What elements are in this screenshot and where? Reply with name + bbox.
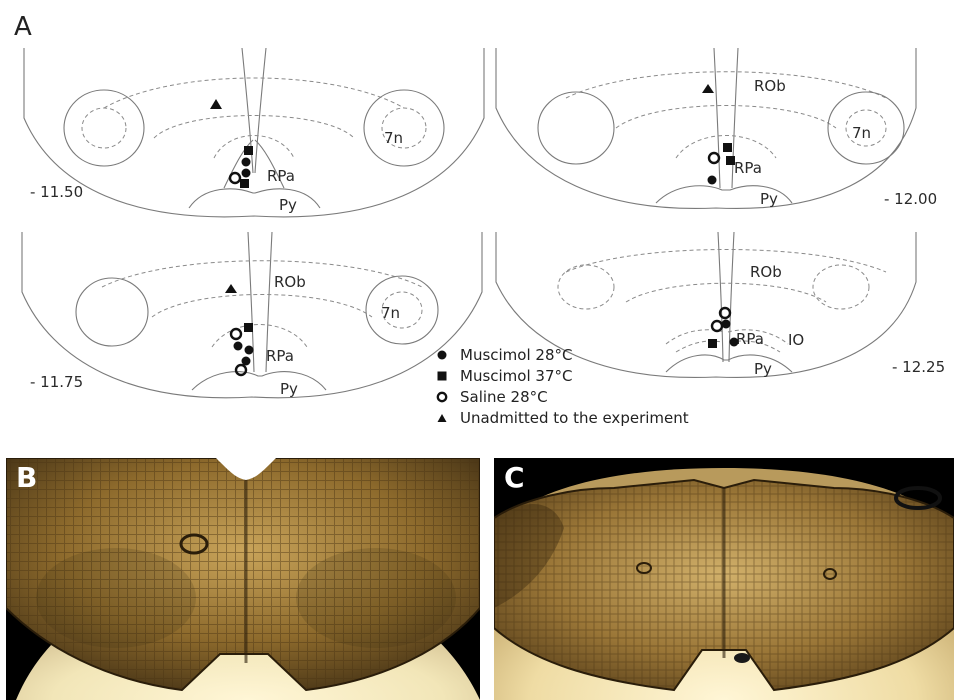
filled-square-icon [436, 370, 448, 382]
legend: Muscimol 28°C Muscimol 37°C Saline 28°C … [436, 344, 689, 428]
label-rob: ROb [274, 273, 306, 291]
marker-saline-28 [230, 173, 240, 183]
inner-dashed-tracts [566, 250, 886, 303]
label-rob: ROb [754, 77, 786, 95]
label-py: Py [279, 196, 297, 214]
label-rpa: RPa [266, 347, 294, 365]
legend-label: Muscimol 28°C [460, 346, 572, 364]
seven-n-left [76, 278, 148, 346]
pyramid-outline [189, 189, 320, 208]
marker-muscimol-37 [244, 323, 253, 332]
legend-label: Unadmitted to the experiment [460, 409, 689, 427]
atlas-section-top-right: ROb RPa Py 7n [496, 48, 916, 218]
label-7n: 7n [852, 124, 871, 142]
marker-saline-28 [712, 321, 722, 331]
label-io: IO [788, 331, 804, 349]
photomicrograph-b: B [6, 458, 480, 700]
section-outline [24, 48, 484, 217]
panel-b-letter: B [16, 464, 37, 492]
filled-triangle-icon [436, 412, 448, 424]
filled-circle-icon [436, 349, 448, 361]
atlas-drawing: RPa Py 7n [24, 48, 484, 228]
marker-muscimol-28 [234, 342, 243, 351]
legend-item: Muscimol 28°C [436, 344, 689, 365]
label-rpa: RPa [267, 167, 295, 185]
marker-muscimol-37 [244, 146, 253, 155]
coordinate-label: - 12.00 [884, 190, 937, 208]
seven-n-left [64, 90, 144, 166]
label-py: Py [760, 190, 778, 208]
label-rpa: RPa [736, 330, 764, 348]
marker-saline-28 [709, 153, 719, 163]
label-7n: 7n [384, 129, 403, 147]
marker-muscimol-37 [726, 156, 735, 165]
label-rpa: RPa [734, 159, 762, 177]
tissue-section-image [6, 458, 480, 700]
marker-muscimol-28 [245, 346, 254, 355]
panel-c-letter: C [504, 464, 525, 492]
marker-muscimol-28 [708, 176, 717, 185]
legend-item: Muscimol 37°C [436, 365, 689, 386]
open-circle-icon [436, 391, 448, 403]
coordinate-label: - 11.50 [30, 183, 83, 201]
seven-n-left [538, 92, 614, 164]
atlas-drawing: ROb RPa Py 7n [496, 48, 916, 218]
tissue-section-image [494, 458, 954, 700]
marker-muscimol-37 [723, 143, 732, 152]
legend-item: Unadmitted to the experiment [436, 407, 689, 428]
legend-label: Muscimol 37°C [460, 367, 572, 385]
marker-muscimol-28 [722, 320, 731, 329]
marker-unadmitted [702, 84, 714, 93]
photomicrograph-c: C [494, 458, 954, 700]
label-rob: ROb [750, 263, 782, 281]
atlas-drawing: ROb RPa Py 7n [22, 232, 482, 412]
legend-item: Saline 28°C [436, 386, 689, 407]
marker-unadmitted [210, 99, 222, 109]
inner-dashed-tracts [104, 78, 404, 158]
marker-muscimol-28 [242, 169, 251, 178]
marker-muscimol-28 [242, 158, 251, 167]
legend-label: Saline 28°C [460, 388, 548, 406]
inner-dashed-tracts [102, 261, 422, 347]
panel-a-letter: A [14, 14, 32, 40]
seven-n-right [364, 90, 444, 166]
seven-n-right [366, 276, 438, 344]
marker-unadmitted [225, 284, 237, 293]
marker-muscimol-37 [708, 339, 717, 348]
label-py: Py [280, 380, 298, 398]
marker-saline-28 [236, 365, 246, 375]
pyramid-outline [192, 372, 326, 390]
marker-saline-28 [231, 329, 241, 339]
coordinate-label: - 11.75 [30, 373, 83, 391]
atlas-section-bottom-left: ROb RPa Py 7n [22, 232, 482, 412]
label-7n: 7n [381, 304, 400, 322]
atlas-section-top-left: RPa Py 7n [24, 48, 484, 228]
marker-muscimol-37 [240, 179, 249, 188]
label-py: Py [754, 360, 772, 378]
marker-muscimol-28 [730, 338, 739, 347]
coordinate-label: - 12.25 [892, 358, 945, 376]
